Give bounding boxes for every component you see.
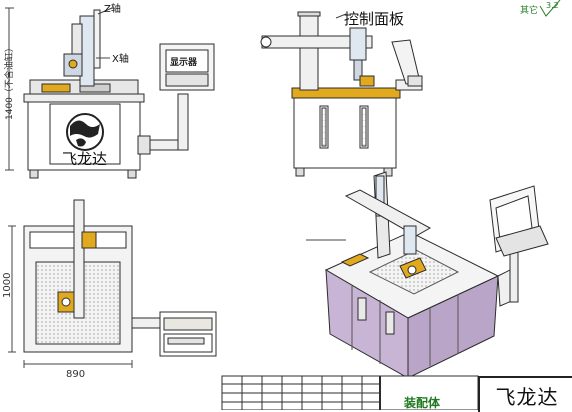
iso-horizontal-arm bbox=[344, 189, 432, 237]
side-column bbox=[299, 13, 319, 91]
top-view bbox=[8, 199, 217, 368]
title-block-company-name: 飞龙达 bbox=[478, 376, 572, 412]
z-axis-label: Z轴 bbox=[104, 2, 121, 15]
front-logo-text: 飞龙达 bbox=[62, 150, 107, 168]
roughness-label: 其它 bbox=[520, 4, 538, 16]
isometric-view bbox=[306, 171, 549, 379]
surface-roughness-symbol: 其它 3.2 bbox=[520, 0, 561, 17]
side-cabinet bbox=[293, 95, 397, 169]
roughness-value: 3.2 bbox=[546, 1, 559, 10]
control-panel-label: 控制面板 bbox=[344, 10, 404, 28]
front-globe-logo bbox=[66, 113, 104, 151]
title-block-label: 装配体 bbox=[404, 396, 441, 410]
front-view bbox=[5, 7, 215, 179]
top-width-dimension: 890 bbox=[66, 369, 85, 380]
side-view bbox=[260, 11, 423, 177]
top-depth-dimension: 1000 bbox=[2, 273, 13, 298]
x-axis-label: X轴 bbox=[112, 52, 129, 65]
front-height-dimension: 1400（不含油缸） bbox=[3, 43, 15, 120]
monitor-text: 显示器 bbox=[170, 57, 198, 68]
